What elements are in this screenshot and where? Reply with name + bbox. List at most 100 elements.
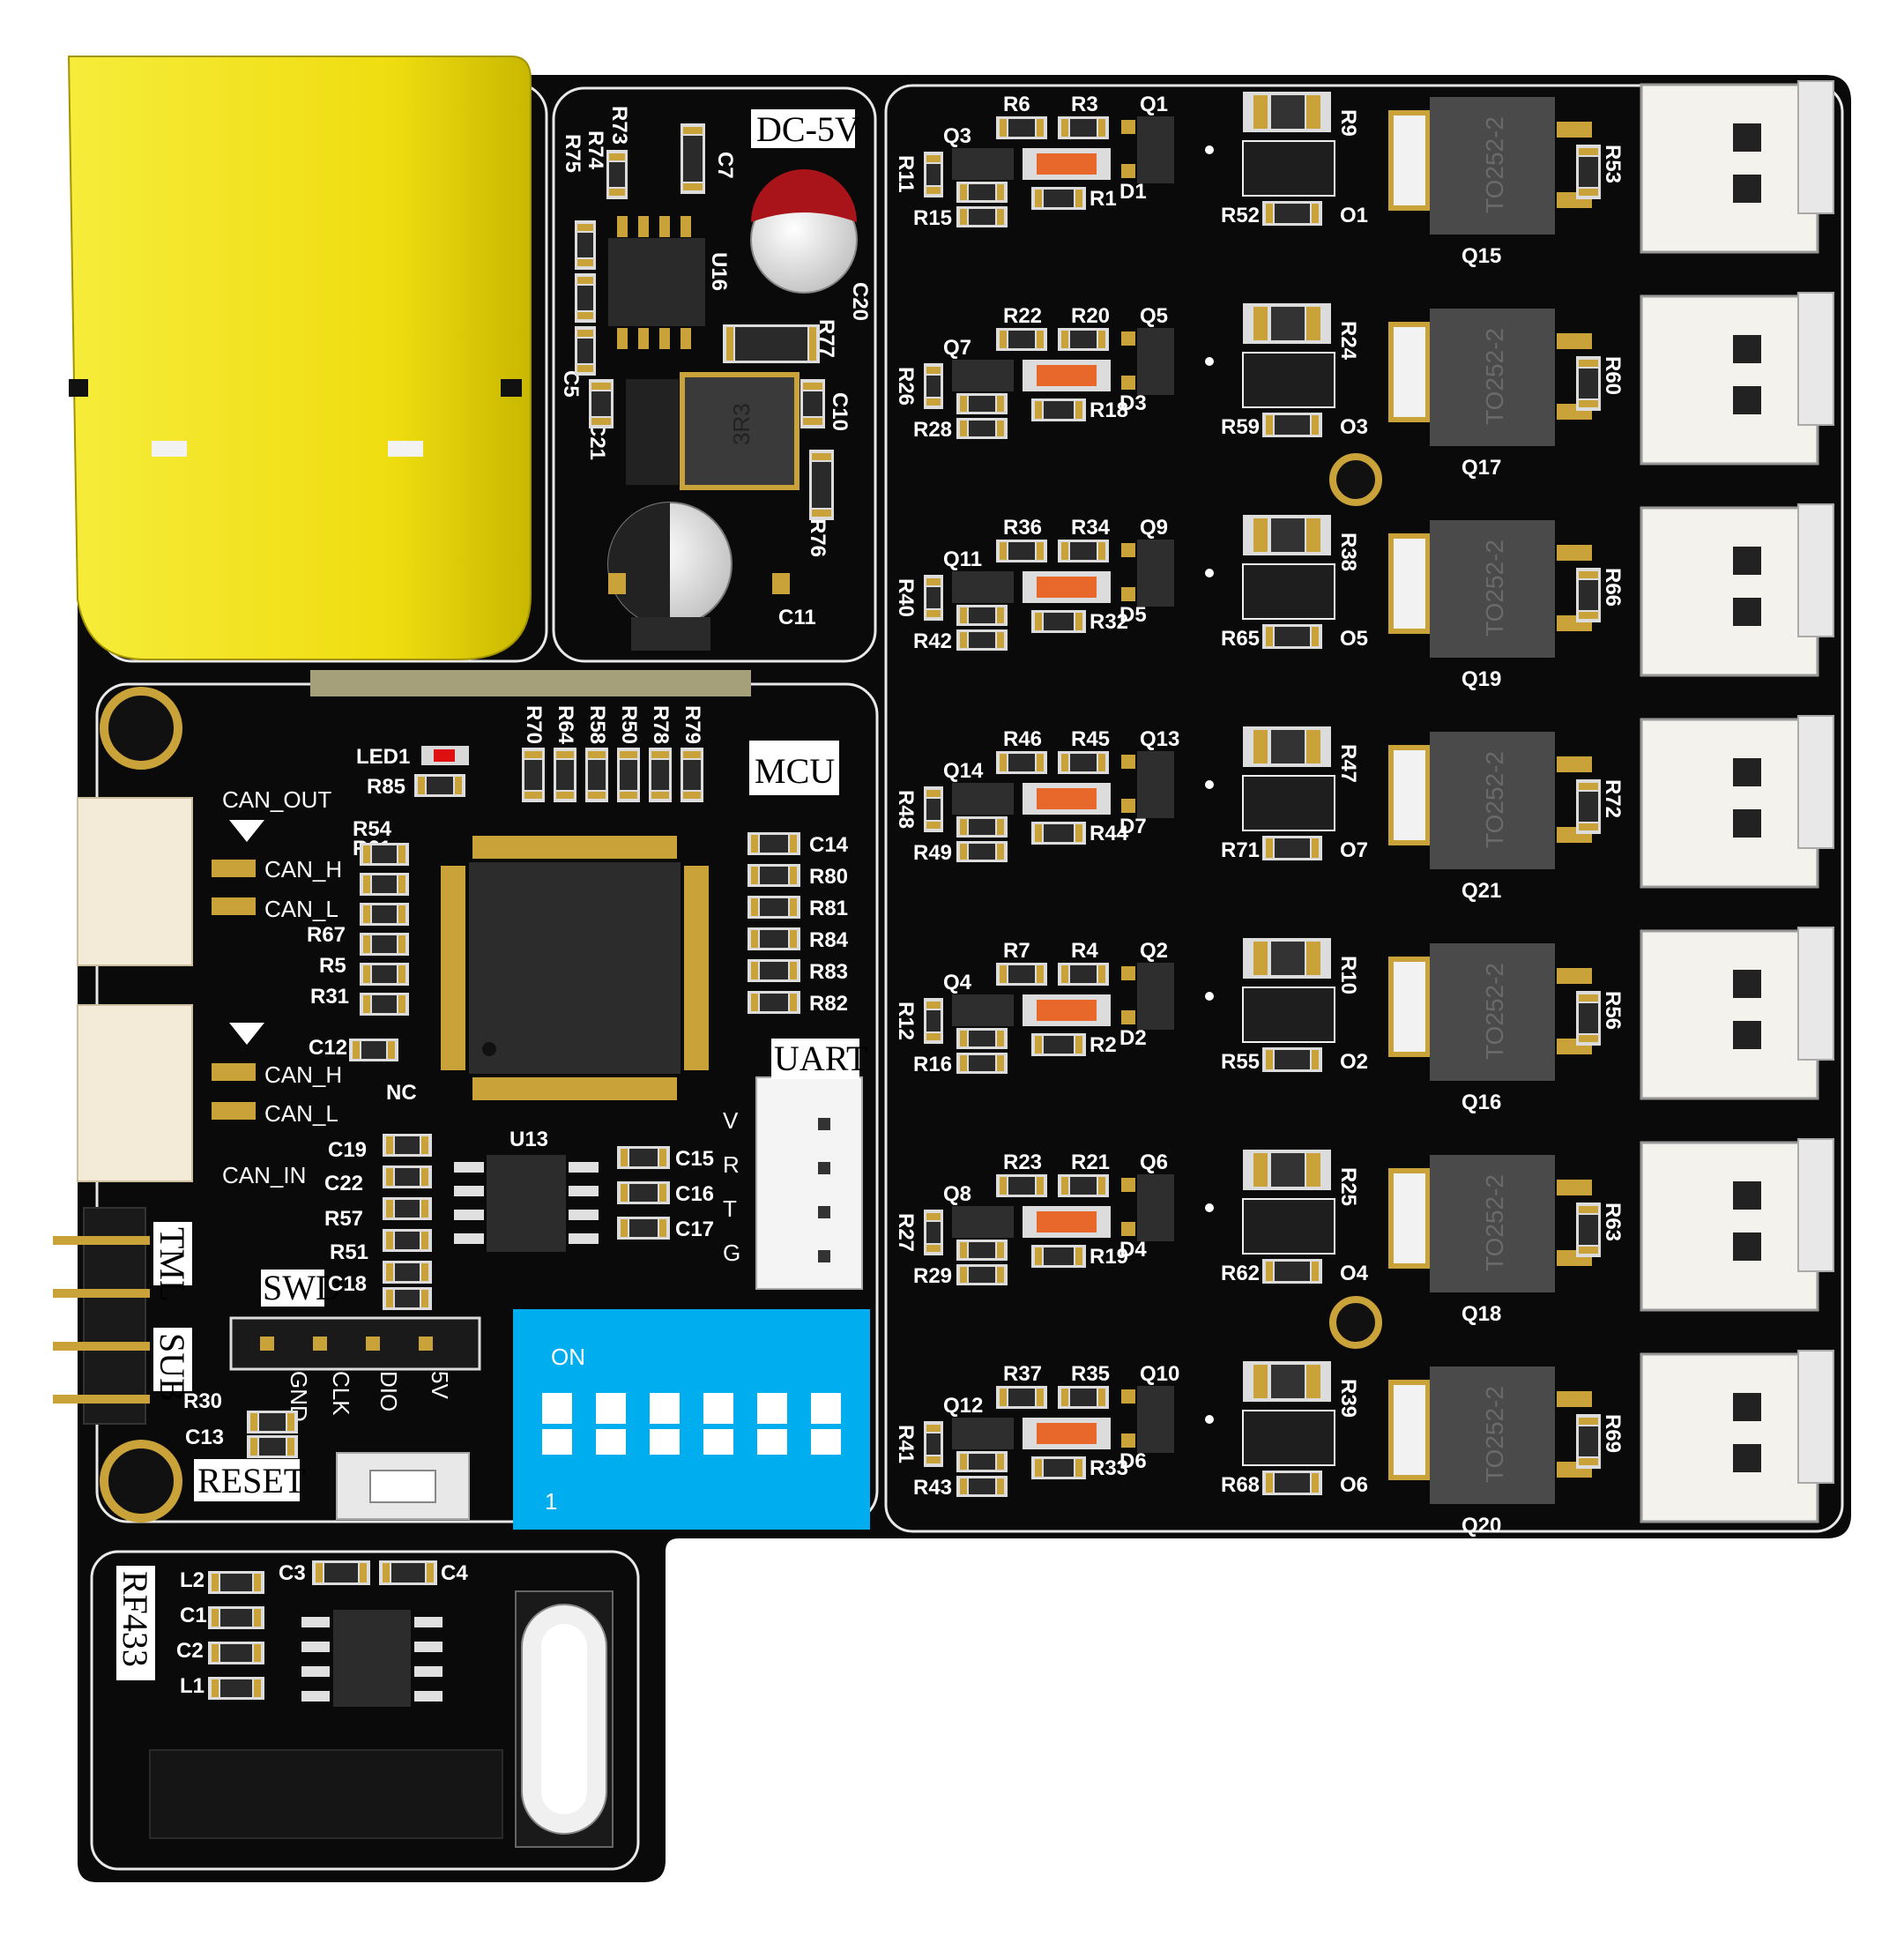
smd-core (969, 1242, 995, 1258)
left-label: R30 (183, 1389, 222, 1413)
left-label: R67 (307, 923, 346, 947)
left-label: C12 (309, 1036, 347, 1060)
smd-core (969, 184, 995, 200)
smd-pad (1098, 119, 1105, 137)
smd-core (969, 1478, 995, 1494)
smd-pad (683, 127, 703, 134)
smd-pad (960, 421, 967, 436)
smd-core (220, 1574, 252, 1591)
smd-pad (803, 383, 822, 390)
left-label: C13 (185, 1426, 224, 1449)
channel-label: R44 (1090, 822, 1129, 845)
label-swd: SWD (263, 1268, 341, 1307)
channel-label: R69 (1601, 1414, 1625, 1453)
channel-label: Q16 (1461, 1091, 1501, 1114)
smd-core (1275, 1473, 1310, 1493)
smd-core (651, 760, 669, 790)
optocoupler (1242, 352, 1335, 408)
channel-label: Q1 (1140, 93, 1168, 116)
terminal-pin (1733, 1393, 1761, 1421)
smd-pad (926, 187, 941, 194)
channel-label: R45 (1071, 727, 1110, 751)
channel-label: R37 (1003, 1362, 1042, 1386)
smd-core (591, 391, 611, 416)
power-label: C10 (828, 392, 852, 431)
channel-label: O5 (1340, 627, 1368, 651)
terminal-pin (1733, 386, 1761, 414)
smd-core (1271, 95, 1305, 129)
smd-pad (1061, 1177, 1068, 1195)
channel-label: R35 (1071, 1362, 1110, 1386)
smd-pad (1579, 1458, 1598, 1465)
channel-label: Q4 (943, 971, 972, 994)
channel-label: R60 (1601, 356, 1625, 395)
terminal-pin (1733, 335, 1761, 363)
pin1-dot (1205, 1415, 1214, 1424)
smd-pad (1037, 542, 1044, 560)
channel-label: R12 (894, 1002, 918, 1040)
smd-pad (960, 819, 967, 835)
pin1-dot (1205, 1203, 1214, 1212)
smd-pad (683, 792, 701, 799)
smd-pad (1098, 754, 1105, 771)
diode-package (1137, 1386, 1174, 1453)
smd-pad (997, 844, 1004, 860)
channel-label: R15 (913, 206, 952, 230)
smd-pad (1579, 783, 1598, 790)
smd-core (1044, 1459, 1074, 1477)
smd-pad (1037, 1389, 1044, 1406)
smd-pad (556, 751, 574, 758)
smd-pad (997, 1242, 1004, 1258)
smd-pad (316, 1563, 323, 1582)
mid-label: C17 (675, 1218, 714, 1241)
smd-pad (997, 1031, 1004, 1046)
channel-label: R41 (894, 1425, 918, 1463)
smd-core (577, 233, 593, 257)
mosfet-lead (1557, 1391, 1592, 1407)
smd-pad (683, 183, 703, 190)
channel-label: R20 (1071, 304, 1110, 328)
smd-pad (960, 184, 967, 200)
smd-pad (524, 751, 542, 758)
smd-pad (1098, 331, 1105, 348)
smd-core (760, 962, 788, 979)
smd-core (926, 164, 941, 185)
relay-strip (310, 670, 751, 696)
smd-pad (960, 1267, 967, 1283)
smd-pad (591, 418, 611, 425)
smd-core (1275, 204, 1310, 223)
smd-core (395, 1200, 420, 1218)
mid-label: C16 (675, 1182, 714, 1206)
smd-pad (360, 1563, 367, 1582)
smd-pad (1306, 307, 1320, 340)
smd-pad (803, 418, 822, 425)
smd-pad (997, 1055, 1004, 1071)
mosfet-lead (1557, 756, 1592, 772)
channel-label: D5 (1119, 603, 1147, 627)
smd-pad (353, 1041, 360, 1059)
channel-label: D2 (1119, 1026, 1147, 1050)
channel-label: R32 (1090, 610, 1128, 634)
top-r-label: R64 (554, 705, 577, 745)
smd-core (735, 327, 807, 361)
smd-pad (386, 1168, 393, 1186)
smd-pad (1061, 542, 1068, 560)
smd-core (1008, 331, 1035, 348)
diode-pad (1121, 587, 1135, 601)
power-label: C7 (713, 152, 737, 179)
terminal-latch (1797, 1350, 1834, 1484)
smd-core (1579, 1003, 1598, 1033)
diode-pad (1121, 966, 1135, 980)
mosfet-tab (1388, 957, 1431, 1057)
smd-pad (997, 632, 1004, 648)
smd-core (1275, 1050, 1310, 1069)
label-uart: UART (774, 1039, 867, 1078)
relay (67, 56, 532, 660)
diode-pad (1121, 331, 1135, 346)
smd-core (1070, 119, 1097, 137)
smd-pad (421, 1168, 428, 1186)
smd-pad (383, 1563, 390, 1582)
smd-pad (1579, 823, 1598, 830)
channel-label: Q11 (943, 547, 982, 571)
optocoupler (1242, 987, 1335, 1043)
